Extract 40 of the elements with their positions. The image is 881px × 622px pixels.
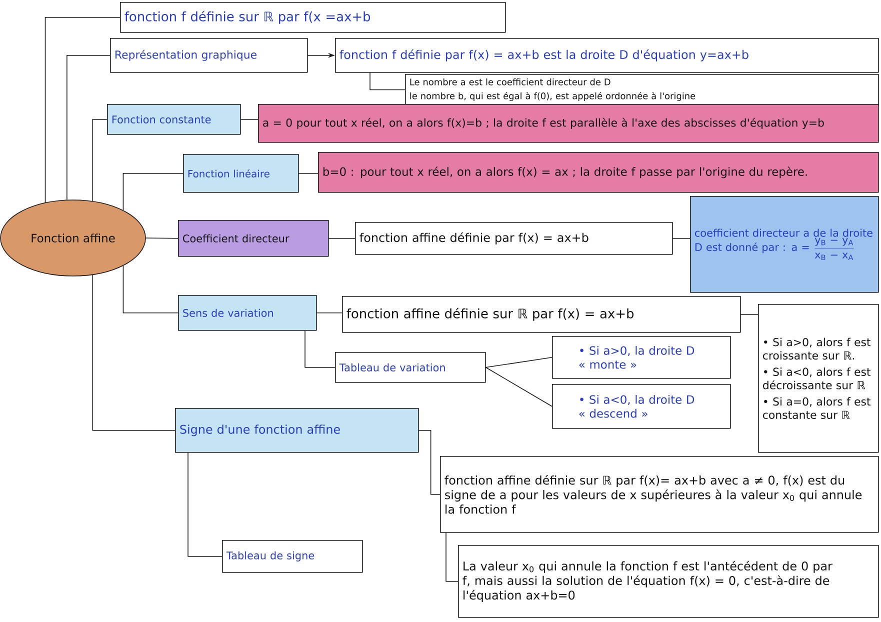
note-box: fonction f définie par f(x) = ax+b est la droite D d'équation y=ax+b bbox=[335, 38, 879, 73]
note-box: a = 0 pour tout x réel, on a alors f(x)=b ; la droite f est parallèle à l'axe des abscisses d'équation y=b bbox=[258, 104, 879, 143]
heading-box: Tableau de variation bbox=[335, 352, 486, 383]
connector-line bbox=[418, 430, 440, 495]
note-box: coefficient directeur a de la droite D est donné par : a = y$_{B}$ − y$_{A}$ x$_{B}$ − x$_{A}$ bbox=[690, 196, 879, 293]
connector-line bbox=[316, 312, 342, 314]
note-box: b=0 : pour tout x réel, on a alors f(x) = ax ; la droite f passe par l'origine du repère. bbox=[318, 152, 879, 193]
connector-line bbox=[44, 17, 120, 203]
connector-line bbox=[485, 357, 552, 368]
note-box: fonction affine définie par f(x) = ax+b bbox=[355, 222, 673, 255]
connector-line bbox=[740, 314, 758, 315]
note-box: fonction f définie sur ℝ par f(x =ax+b bbox=[120, 2, 506, 33]
connector-line bbox=[188, 452, 222, 557]
note-box: La valeur x$_{0}$ qui annule la fonction f est l'antécédent de 0 par f, mais aussi la solution de l'équation f(x) = 0, c'est-à-dire de l'équation ax+b=0 bbox=[458, 545, 879, 618]
note-box: • Si a>0, la droite D « monte » bbox=[552, 336, 731, 379]
connector-line bbox=[304, 330, 336, 368]
connector-line bbox=[66, 55, 110, 200]
heading-box: Sens de variation bbox=[178, 295, 317, 331]
note-box: • Si a<0, la droite D « descend » bbox=[552, 384, 731, 429]
connector-line bbox=[485, 367, 552, 407]
heading-box: Fonction linéaire bbox=[183, 154, 299, 193]
connector-line bbox=[146, 238, 178, 239]
connector-line bbox=[370, 72, 406, 90]
note-box: fonction affine définie sur ℝ par f(x) = ax+b bbox=[342, 296, 741, 333]
connector-line bbox=[240, 119, 258, 120]
connector-line bbox=[446, 532, 458, 582]
heading-box: Signe d'une fonction affine bbox=[175, 408, 419, 453]
connector-line bbox=[298, 173, 318, 174]
connector-line bbox=[672, 238, 690, 239]
connector-line bbox=[122, 173, 184, 211]
heading-box: Tableau de signe bbox=[222, 540, 363, 573]
heading-box: Fonction constante bbox=[107, 104, 241, 135]
note-box: • Si a>0, alors f est croissante sur ℝ. • Si a<0, alors f est décroissante sur ℝ • Si a=0, alors f est constante sur ℝ bbox=[758, 304, 879, 453]
connector-line bbox=[92, 274, 176, 431]
heading-box: Coefficient directeur bbox=[178, 220, 329, 257]
heading-box: Représentation graphique bbox=[110, 38, 308, 73]
connector-line bbox=[92, 119, 108, 202]
connector-line bbox=[328, 238, 356, 239]
connector-line bbox=[122, 265, 178, 314]
note-box: fonction affine définie sur ℝ par f(x)= ax+b avec a ≠ 0, f(x) est du signe de a pour les valeurs de x supérieures à la valeur x$_{0}$ qui annule la fonction f bbox=[440, 456, 879, 533]
